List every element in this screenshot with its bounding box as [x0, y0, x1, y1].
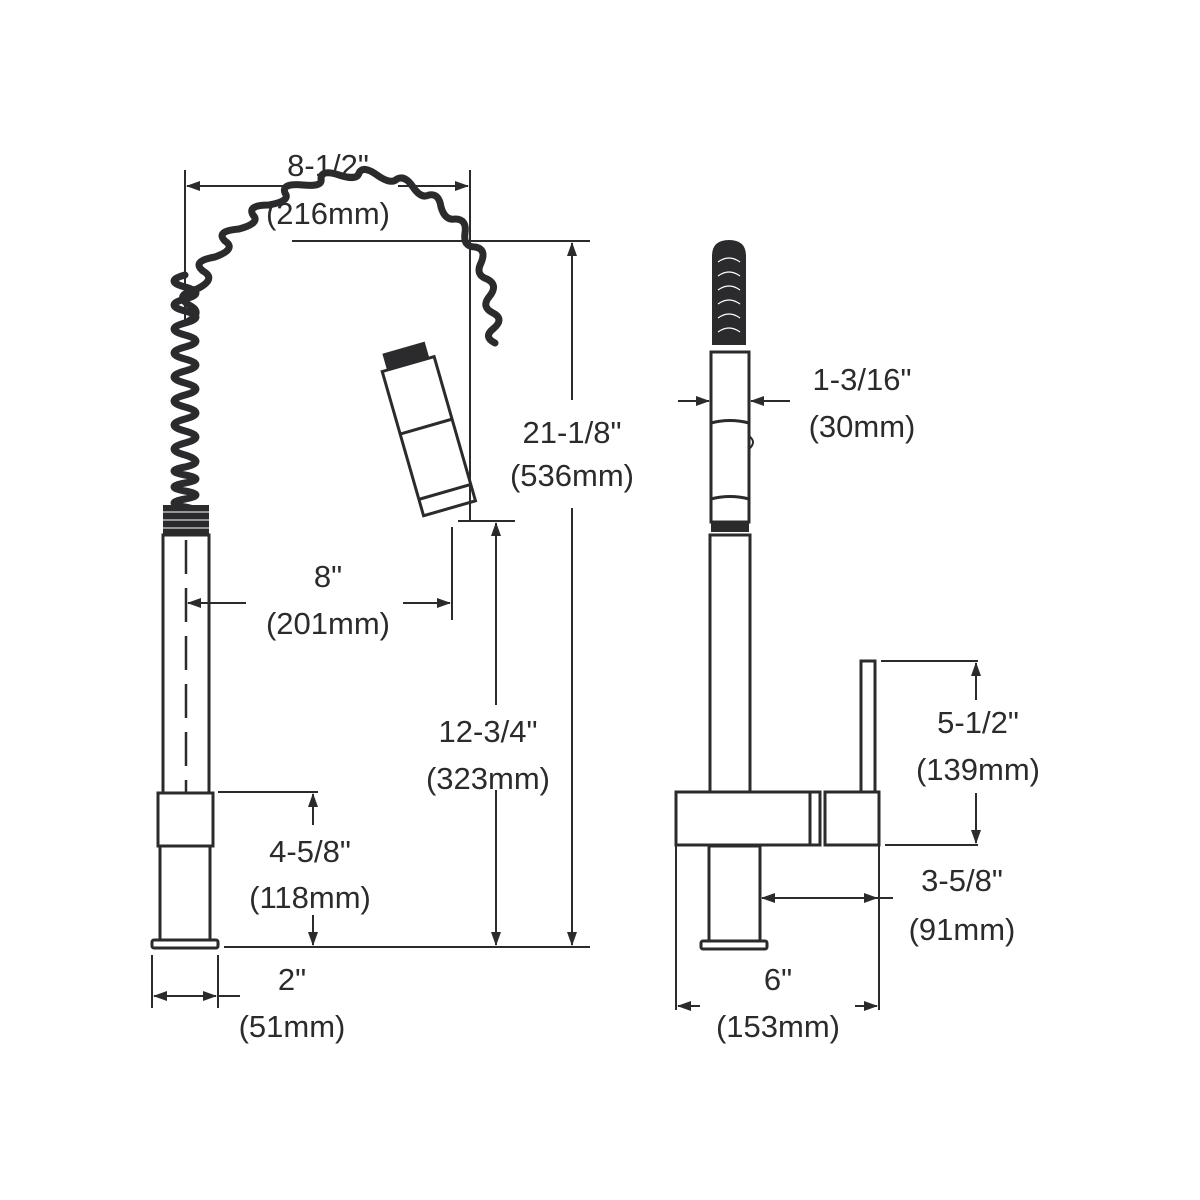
- side-spray-head: [709, 350, 751, 524]
- spray-reach-imperial: 8": [314, 559, 342, 594]
- collar-height-metric: (118mm): [249, 880, 371, 915]
- handle-offset-imperial: 3-5/8": [921, 863, 1003, 898]
- reach-overall-imperial: 8-1/2": [287, 148, 369, 183]
- side-spring-coil-icon: [712, 240, 746, 345]
- handle-offset-metric: (91mm): [909, 912, 1016, 947]
- handle-lever: [859, 659, 877, 794]
- height-overall-metric: (536mm): [510, 458, 634, 493]
- handle-height-imperial: 5-1/2": [937, 705, 1019, 740]
- front-view: 8-1/2" (216mm) 21-1/8" (536mm) 8" (201mm…: [150, 148, 634, 1044]
- base-diameter-imperial: 2": [278, 962, 306, 997]
- spray-height-metric: (323mm): [426, 761, 550, 796]
- base-diameter-metric: (51mm): [239, 1009, 346, 1044]
- coil-base-band: [163, 505, 209, 535]
- reach-overall-metric: (216mm): [266, 196, 390, 231]
- side-body-ring: [808, 790, 822, 847]
- spout-base-body: [158, 844, 212, 942]
- handle-height-metric: (139mm): [916, 752, 1040, 787]
- spray-diameter-metric: (30mm): [809, 409, 916, 444]
- spray-diameter-imperial: 1-3/16": [813, 362, 912, 397]
- base-plate: [150, 938, 220, 950]
- spray-reach-metric: (201mm): [266, 606, 390, 641]
- spray-head: [380, 341, 478, 518]
- side-lower-body: [707, 844, 762, 943]
- spout-collar: [156, 791, 215, 848]
- height-overall-imperial: 21-1/8": [523, 415, 622, 450]
- side-spout-tube: [708, 533, 752, 794]
- side-depth-imperial: 6": [764, 962, 792, 997]
- spring-coil-icon: [170, 166, 503, 519]
- side-body-block: [674, 790, 812, 847]
- side-depth-metric: (153mm): [716, 1009, 840, 1044]
- spray-height-imperial: 12-3/4": [439, 714, 538, 749]
- collar-height-imperial: 4-5/8": [269, 834, 351, 869]
- side-base-plate: [699, 939, 769, 951]
- side-view: 1-3/16" (30mm) 5-1/2" (139mm) 3-5/8" (91…: [674, 240, 1040, 1044]
- handle-hub: [823, 790, 881, 847]
